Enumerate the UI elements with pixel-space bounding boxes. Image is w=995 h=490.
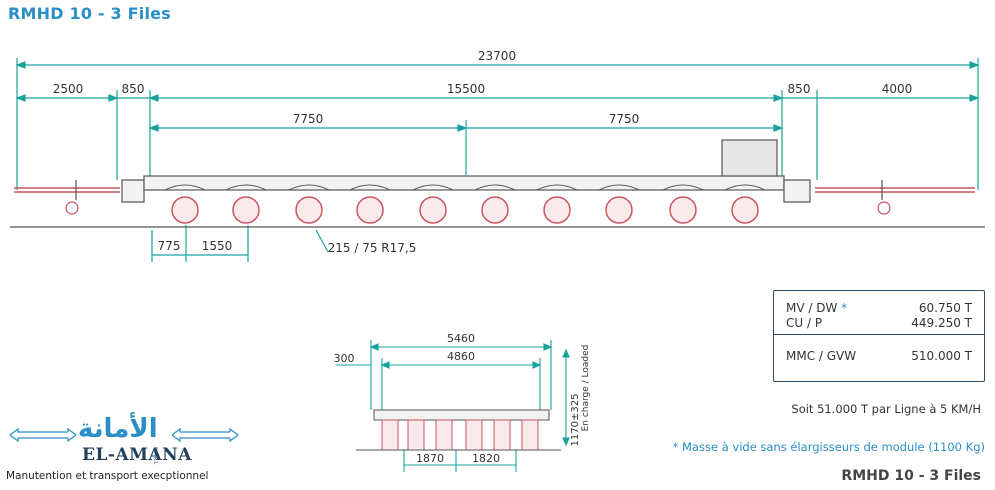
dim-left: 2500 — [53, 82, 84, 96]
front-view-drawing: 5460 4860 300 1870 1820 1170±325 En char… — [334, 332, 591, 472]
line-capacity-note: Soit 51.000 T par Ligne à 5 KM/H — [791, 402, 981, 416]
dim-track-right: 1820 — [472, 452, 500, 465]
dim-overall: 23700 — [478, 49, 516, 63]
dim-track-left: 1870 — [416, 452, 444, 465]
page-title: RMHD 10 - 3 Files — [8, 4, 171, 23]
tow-bars — [14, 187, 975, 193]
dim-half-left: 7750 — [293, 112, 324, 126]
dim-height: 1170±325 — [570, 394, 581, 447]
wheels — [171, 196, 759, 224]
dim-axle-offset: 775 — [158, 239, 181, 253]
spec-value: 449.250 T — [911, 316, 972, 330]
spec-value: 60.750 T — [918, 301, 972, 315]
spec-label: MMC / GVW — [786, 349, 857, 363]
spec-row-dw: MV / DW * 60.750 T — [786, 301, 972, 315]
spec-label: MV / DW — [786, 301, 838, 315]
dim-right: 4000 — [882, 82, 913, 96]
trailer-body — [121, 139, 811, 203]
spec-row-payload: CU / P 449.250 T — [786, 316, 972, 330]
side-view-drawing: 23700 2500 850 15500 850 4000 7750 7750 … — [10, 49, 985, 262]
spec-table: MV / DW * 60.750 T CU / P 449.250 T MMC … — [773, 290, 985, 382]
dim-left-gap: 850 — [122, 82, 145, 96]
company-tagline: Manutention et transport execptionnel — [6, 470, 209, 482]
dim-width-outer: 5460 — [447, 332, 475, 345]
height-caption: En charge / Loaded — [581, 345, 591, 432]
empty-mass-note: * Masse à vide sans élargisseurs de modu… — [672, 440, 985, 454]
spec-value: 510.000 T — [911, 349, 972, 363]
logo-latin: EL-AMANA — [82, 445, 192, 465]
dim-half-right: 7750 — [609, 112, 640, 126]
left-arrows-icon — [9, 427, 77, 443]
spec-divider — [774, 334, 984, 335]
dim-axle-pitch: 1550 — [202, 239, 233, 253]
logo-legal: S.A.R.L — [152, 447, 158, 465]
tire-label: 215 / 75 R17,5 — [328, 241, 417, 255]
right-arrows-icon — [171, 427, 239, 443]
logo-arabic: الأمانة — [78, 414, 158, 444]
spec-star: * — [841, 301, 848, 315]
footer-model: RMHD 10 - 3 Files — [841, 468, 981, 484]
dim-middle: 15500 — [447, 82, 485, 96]
spec-label: CU / P — [786, 316, 823, 330]
spec-row-gvw: MMC / GVW 510.000 T — [786, 349, 972, 363]
dim-right-gap: 850 — [788, 82, 811, 96]
dim-width-inner: 4860 — [447, 350, 475, 363]
dim-overhang: 300 — [334, 352, 355, 365]
dimension-lines — [15, 58, 980, 262]
